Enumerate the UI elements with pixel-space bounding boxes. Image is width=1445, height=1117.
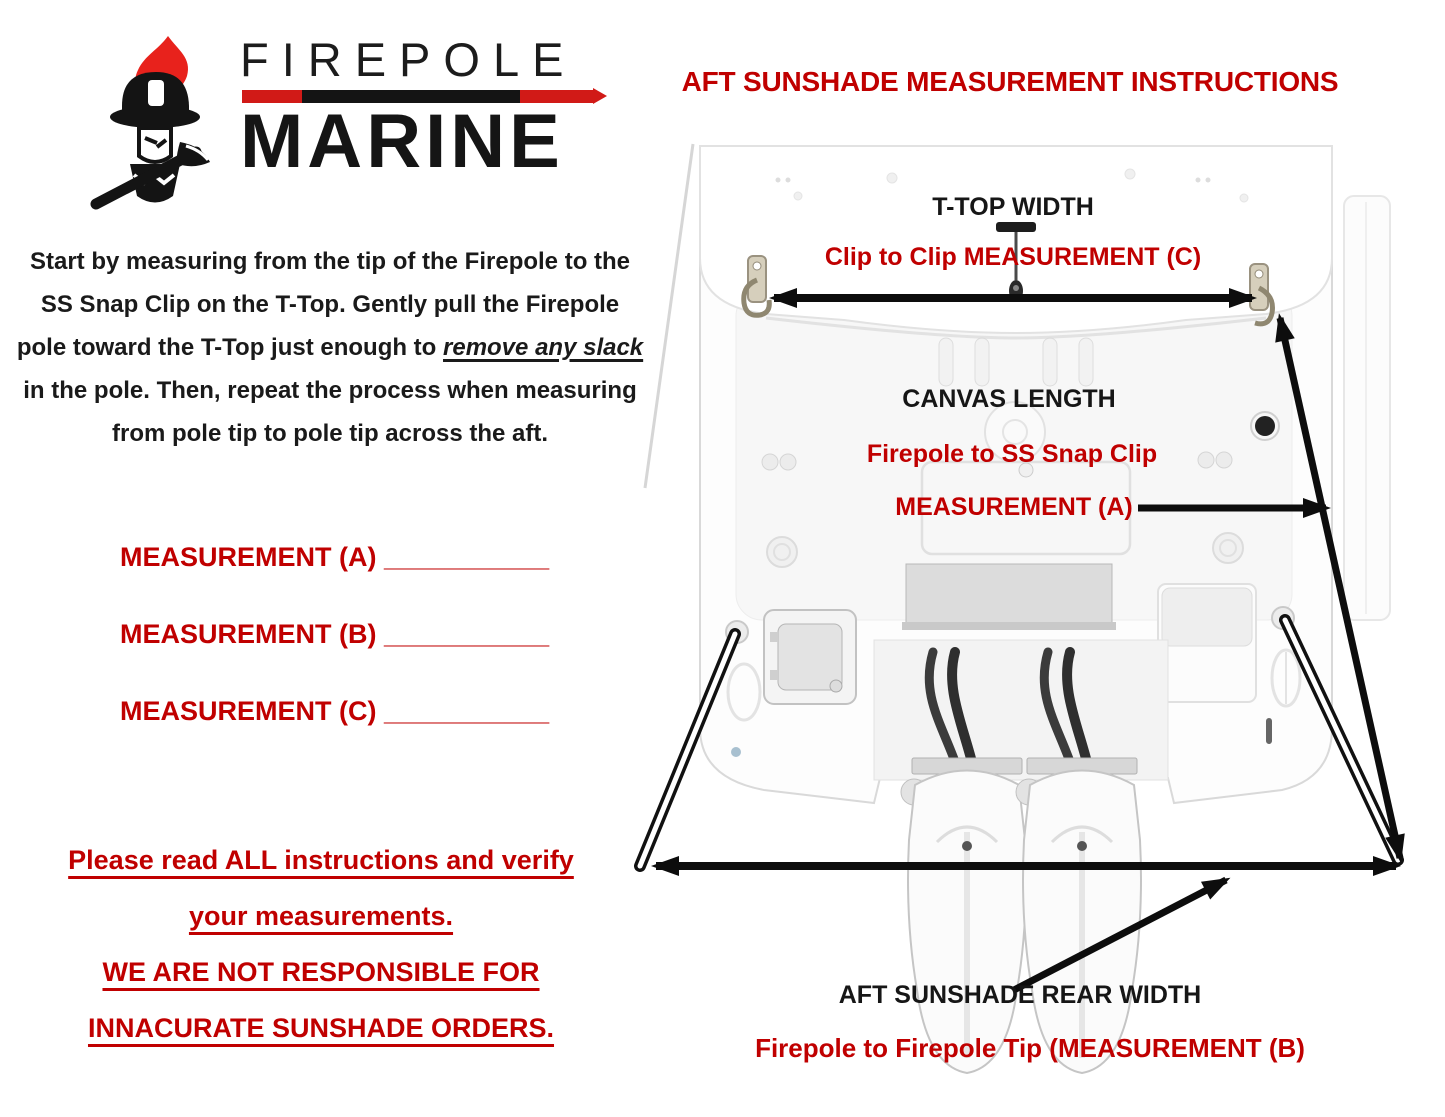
arrow-measurement-a xyxy=(1275,313,1405,863)
measurement-form: MEASUREMENT (A) ___________ MEASUREMENT … xyxy=(120,540,549,771)
warning-block: Please read ALL instructions and verify … xyxy=(38,832,604,1056)
rod-holders xyxy=(938,337,1094,387)
firepole-tip-b-label: Firepole to Firepole Tip (MEASUREMENT (B… xyxy=(755,1033,1305,1063)
outboard-engine-left xyxy=(900,647,1027,1075)
measurement-b-label: MEASUREMENT (B) xyxy=(120,619,377,649)
boat-stern-diagram: T-TOP WIDTH Clip to Clip MEASUREMENT (C)… xyxy=(630,140,1445,1117)
outboard-engine-right xyxy=(1015,647,1142,1075)
warning-line-3: INNACURATE SUNSHADE ORDERS. xyxy=(87,1013,555,1043)
intro-text-after: in the pole. Then, repeat the process wh… xyxy=(23,377,637,447)
logo-word-marine: MARINE xyxy=(240,98,564,184)
measurement-a-diagram-label: MEASUREMENT (A) xyxy=(895,493,1133,521)
left-firepole xyxy=(634,628,741,872)
measurement-a-blank: ___________ xyxy=(384,542,550,572)
boat-stern-illustration xyxy=(634,143,1405,1075)
measurement-a-row: MEASUREMENT (A) ___________ xyxy=(120,540,549,574)
ttop-width-label: T-TOP WIDTH xyxy=(932,193,1094,221)
warning-line-2: WE ARE NOT RESPONSIBLE FOR xyxy=(102,957,540,987)
measurement-b-row: MEASUREMENT (B) ___________ xyxy=(120,617,549,651)
firepole-to-clip-label: Firepole to SS Snap Clip xyxy=(866,440,1158,468)
arrow-rear-width-pointer xyxy=(1012,876,1231,994)
clip-to-clip-label: Clip to Clip MEASUREMENT (C) xyxy=(824,243,1202,271)
measurement-c-blank: ___________ xyxy=(384,696,550,726)
engine-well xyxy=(873,639,1169,781)
ss-snap-clip-left xyxy=(741,255,772,318)
firepole-marine-logo: FIREPOLE MARINE xyxy=(82,33,607,219)
firefighter-axe-icon xyxy=(82,34,230,219)
intro-text-before: Start by measuring from the tip of the F… xyxy=(16,248,631,361)
measurement-c-label: MEASUREMENT (C) xyxy=(120,696,377,726)
intro-text-emphasis: remove any slack xyxy=(443,334,644,361)
measurement-a-label: MEASUREMENT (A) xyxy=(120,542,377,572)
stern-seat-box xyxy=(1157,583,1257,703)
outrigger-line xyxy=(643,143,695,489)
transom-hatch-door xyxy=(763,609,857,705)
cockpit-details xyxy=(725,337,1302,757)
logo-pole-bar xyxy=(242,87,607,104)
warning-line-1: Please read ALL instructions and verify … xyxy=(68,845,574,931)
measurement-b-blank: ___________ xyxy=(384,619,550,649)
logo-word-firepole: FIREPOLE xyxy=(240,33,577,86)
rear-width-label: AFT SUNSHADE REAR WIDTH xyxy=(838,981,1202,1009)
measurement-c-row: MEASUREMENT (C) ___________ xyxy=(120,694,549,728)
hull-side-strip xyxy=(1343,195,1391,621)
intro-paragraph: Start by measuring from the tip of the F… xyxy=(16,240,644,455)
page-title: AFT SUNSHADE MEASUREMENT INSTRUCTIONS xyxy=(681,66,1339,97)
canvas-length-label: CANVAS LENGTH xyxy=(902,385,1116,413)
